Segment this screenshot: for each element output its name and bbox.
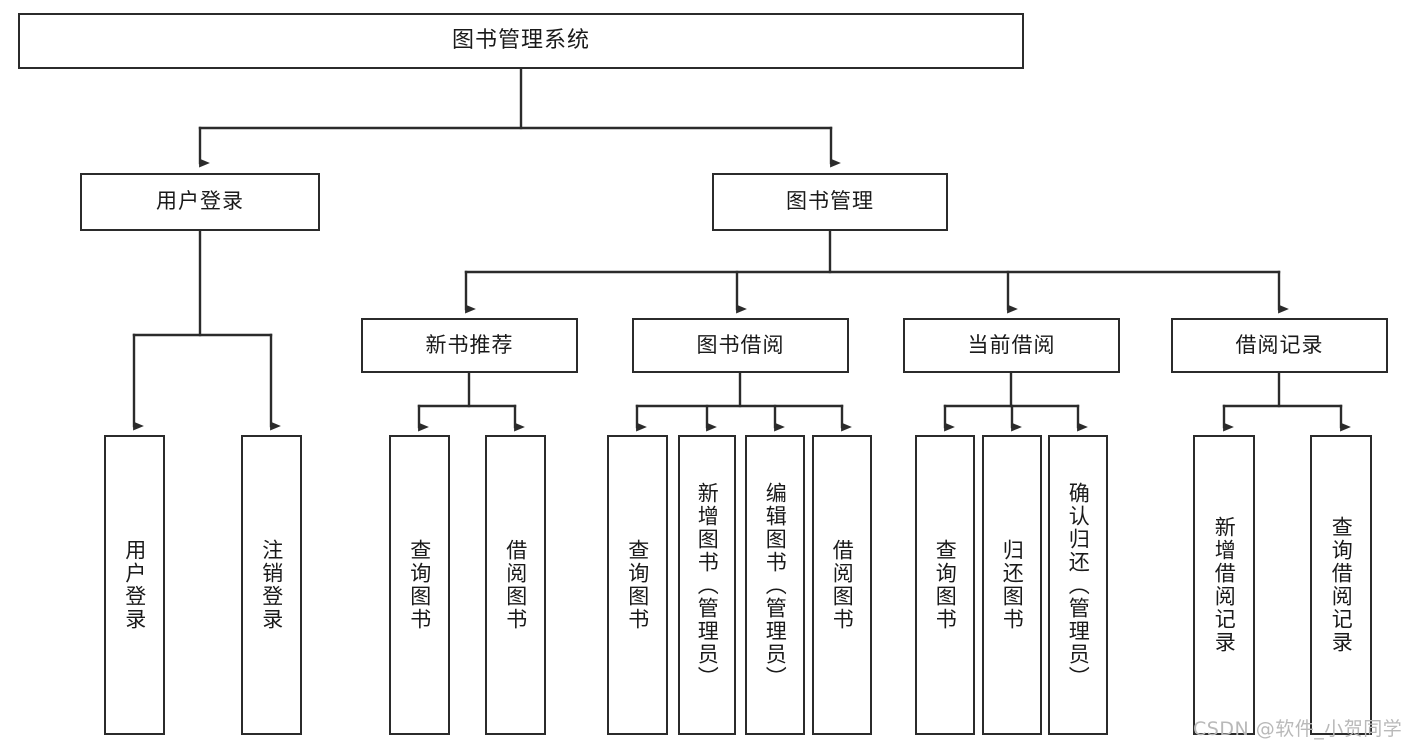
leaf-borrow-books-new[interactable]: 借阅图书	[485, 435, 546, 735]
node-borrow-records-label: 借阅记录	[1235, 332, 1324, 357]
leaf-user-login-label: 用户登录	[122, 539, 147, 631]
leaf-query-books-borrow-label: 查询图书	[625, 539, 650, 631]
node-current-borrow-label: 当前借阅	[967, 332, 1056, 357]
node-new-book-recommend-label: 新书推荐	[425, 332, 514, 357]
leaf-borrow-book[interactable]: 借阅图书	[812, 435, 872, 735]
node-user-login[interactable]: 用户登录	[80, 173, 320, 231]
leaf-add-borrow-record-label: 新增借阅记录	[1212, 516, 1237, 654]
leaf-logout-label: 注销登录	[259, 539, 284, 631]
leaf-query-borrow-record-label: 查询借阅记录	[1329, 516, 1354, 654]
leaf-borrow-books-new-label: 借阅图书	[503, 539, 528, 631]
leaf-confirm-return-admin[interactable]: 确认归还（管理员）	[1048, 435, 1108, 735]
leaf-query-borrow-record[interactable]: 查询借阅记录	[1310, 435, 1372, 735]
leaf-add-book-admin[interactable]: 新增图书（管理员）	[678, 435, 736, 735]
leaf-query-books-new[interactable]: 查询图书	[389, 435, 450, 735]
leaf-edit-book-admin-label: 编辑图书（管理员）	[763, 481, 788, 689]
node-root[interactable]: 图书管理系统	[18, 13, 1024, 69]
leaf-add-borrow-record[interactable]: 新增借阅记录	[1193, 435, 1255, 735]
leaf-query-books-borrow[interactable]: 查询图书	[607, 435, 668, 735]
leaf-user-login[interactable]: 用户登录	[104, 435, 165, 735]
node-borrow-records[interactable]: 借阅记录	[1171, 318, 1388, 373]
node-book-management-label: 图书管理	[786, 189, 874, 214]
leaf-add-book-admin-label: 新增图书（管理员）	[695, 481, 720, 689]
leaf-query-books-current-label: 查询图书	[933, 539, 958, 631]
leaf-query-books-new-label: 查询图书	[407, 539, 432, 631]
leaf-logout[interactable]: 注销登录	[241, 435, 302, 735]
csdn-watermark: CSDN @软件_小贺同学	[1193, 718, 1403, 740]
leaf-query-books-current[interactable]: 查询图书	[915, 435, 975, 735]
leaf-return-book-label: 归还图书	[1000, 539, 1025, 631]
node-current-borrow[interactable]: 当前借阅	[903, 318, 1120, 373]
node-book-borrow[interactable]: 图书借阅	[632, 318, 849, 373]
node-new-book-recommend[interactable]: 新书推荐	[361, 318, 578, 373]
leaf-edit-book-admin[interactable]: 编辑图书（管理员）	[745, 435, 805, 735]
node-book-borrow-label: 图书借阅	[696, 332, 785, 357]
node-root-label: 图书管理系统	[451, 27, 590, 53]
node-user-login-label: 用户登录	[156, 189, 244, 214]
leaf-return-book[interactable]: 归还图书	[982, 435, 1042, 735]
leaf-confirm-return-admin-label: 确认归还（管理员）	[1066, 481, 1091, 689]
leaf-borrow-book-label: 借阅图书	[830, 539, 855, 631]
node-book-management[interactable]: 图书管理	[712, 173, 948, 231]
